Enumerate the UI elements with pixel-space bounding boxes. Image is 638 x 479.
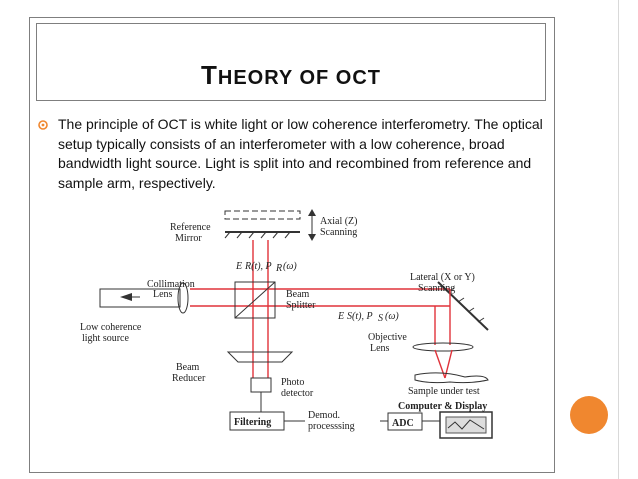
objective-label-2: Lens (370, 343, 390, 354)
es-label: E (337, 311, 344, 322)
slide-title: THEORY OF OCT (37, 60, 545, 91)
objective-lens (412, 342, 474, 352)
title-box: THEORY OF OCT (36, 23, 546, 101)
svg-text:R(t), P: R(t), P (244, 261, 272, 272)
svg-text:(ω): (ω) (385, 311, 399, 322)
sample-label: Sample under test (408, 386, 480, 397)
objective-label-1: Objective (368, 332, 407, 343)
reference-label-1: Reference (170, 222, 211, 233)
er-label: E (235, 261, 242, 272)
collimation-lens (177, 282, 189, 314)
bullet-text: The principle of OCT is white light or l… (58, 116, 543, 191)
scan-mirror (437, 281, 489, 331)
light-source (99, 288, 181, 308)
lateral-label-2: Scanning (418, 283, 455, 294)
photo-detector (250, 377, 272, 393)
photo-label-2: detector (281, 388, 314, 399)
beam-reducer (226, 351, 294, 363)
adc-label: ADC (392, 418, 414, 429)
computer-monitor-icon (439, 411, 493, 439)
sidebar-divider (618, 0, 619, 479)
filtering-label: Filtering (234, 417, 271, 428)
svg-text:S: S (378, 313, 383, 324)
lateral-label-1: Lateral (X or Y) (410, 272, 475, 283)
source-arrow-icon (120, 293, 132, 301)
reducer-label-2: Reducer (172, 373, 206, 384)
svg-text:S(t), P: S(t), P (347, 311, 373, 322)
title-rest: HEORY OF OCT (217, 67, 381, 89)
beam-splitter (234, 281, 276, 319)
demod-label-1: Demod. (308, 410, 340, 421)
bullet-icon (38, 120, 48, 130)
photo-label-1: Photo (281, 377, 304, 388)
collimation-label-2: Lens (153, 289, 173, 300)
splitter-label-1: Beam (286, 289, 310, 300)
slide-frame (29, 17, 555, 473)
source-label-1: Low coherence (80, 322, 142, 333)
decorative-circle (570, 396, 608, 434)
sample (414, 372, 489, 384)
reference-label-2: Mirror (175, 233, 202, 244)
reducer-label-1: Beam (176, 362, 200, 373)
splitter-label-2: Splitter (286, 300, 316, 311)
reference-mirror-dashed (224, 210, 301, 220)
title-initial: T (200, 60, 218, 90)
computer-label: Computer & Display (398, 401, 487, 412)
source-label-2: light source (82, 333, 129, 344)
demod-label-2: processsing (308, 421, 355, 432)
axial-label-1: Axial (Z) (320, 216, 358, 227)
svg-text:(ω): (ω) (283, 261, 297, 272)
svg-text:R: R (275, 263, 282, 274)
collimation-label-1: Collimation (147, 279, 195, 290)
axial-label-2: Scanning (320, 227, 357, 238)
